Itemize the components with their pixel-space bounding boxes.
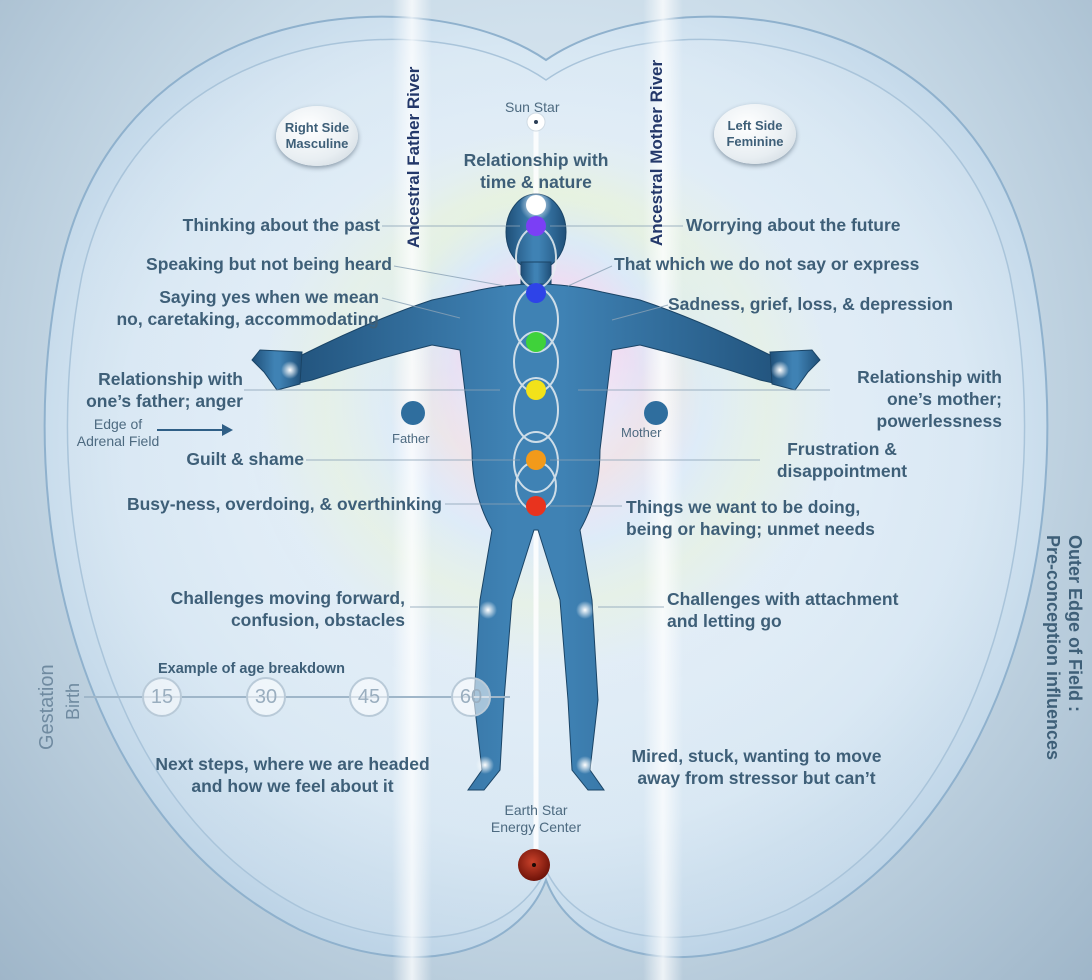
connector-lines xyxy=(244,225,830,608)
label-attachment: Challenges with attachment and letting g… xyxy=(667,589,899,631)
father-dot xyxy=(401,401,425,425)
label-next-steps: Next steps, where we are headed and how … xyxy=(155,754,430,796)
father-label: Father xyxy=(392,431,430,446)
chakra-heart xyxy=(526,332,546,352)
label-speaking-not-heard: Speaking but not being heard xyxy=(146,254,392,274)
label-guilt-shame: Guilt & shame xyxy=(186,449,304,469)
age-marker-30: 30 xyxy=(246,677,286,717)
label-father-relationship: Relationship with one’s father; anger xyxy=(86,369,243,411)
birth-label: Birth xyxy=(63,682,83,720)
ancestral-father-river-label: Ancestral Father River xyxy=(404,66,423,248)
age-marker-15: 15 xyxy=(142,677,182,717)
sun-star-label: Sun Star xyxy=(505,99,560,115)
age-breakdown-title: Example of age breakdown xyxy=(158,661,345,677)
chakra-throat xyxy=(526,283,546,303)
ancestral-mother-river-label: Ancestral Mother River xyxy=(647,59,666,246)
label-challenges-forward: Challenges moving forward, confusion, ob… xyxy=(170,588,405,630)
edge-of-adrenal-field-label: Edge of Adrenal Field xyxy=(76,416,160,449)
label-saying-yes: Saying yes when we mean no, caretaking, … xyxy=(116,287,379,329)
label-sadness: Sadness, grief, loss, & depression xyxy=(668,294,953,314)
earth-star-label: Earth Star Energy Center xyxy=(490,802,582,835)
chakra-sacral xyxy=(526,450,546,470)
label-time-nature: Relationship with time & nature xyxy=(463,150,609,192)
label-busyness: Busy-ness, overdoing, & overthinking xyxy=(126,494,442,514)
label-worrying-future: Worrying about the future xyxy=(686,215,901,235)
adrenal-arrow xyxy=(157,424,233,436)
chakras xyxy=(520,189,552,516)
chakra-crown xyxy=(526,195,546,215)
joint-glows xyxy=(281,361,789,774)
chakra-root xyxy=(526,496,546,516)
label-things-want: Things we want to be doing, being or hav… xyxy=(626,497,875,539)
label-mired: Mired, stuck, wanting to move away from … xyxy=(631,746,882,788)
mother-river-band xyxy=(643,0,683,980)
father-river-band xyxy=(392,0,432,980)
gestation-label: Gestation xyxy=(36,664,58,750)
label-frustration: Frustration & disappointment xyxy=(776,439,908,481)
age-marker-60: 60 xyxy=(451,677,491,717)
label-mother-relationship: Relationship with one’s mother; powerles… xyxy=(857,367,1002,431)
outer-edge-label: Outer Edge of Field : Pre-conception inf… xyxy=(1043,535,1085,761)
mother-dot xyxy=(644,401,668,425)
mother-label: Mother xyxy=(621,425,662,440)
label-thinking-past: Thinking about the past xyxy=(182,215,380,235)
age-marker-45: 45 xyxy=(349,677,389,717)
chakra-solar-plexus xyxy=(526,380,546,400)
chakra-third-eye xyxy=(526,216,546,236)
label-unsaid: That which we do not say or express xyxy=(614,254,920,274)
